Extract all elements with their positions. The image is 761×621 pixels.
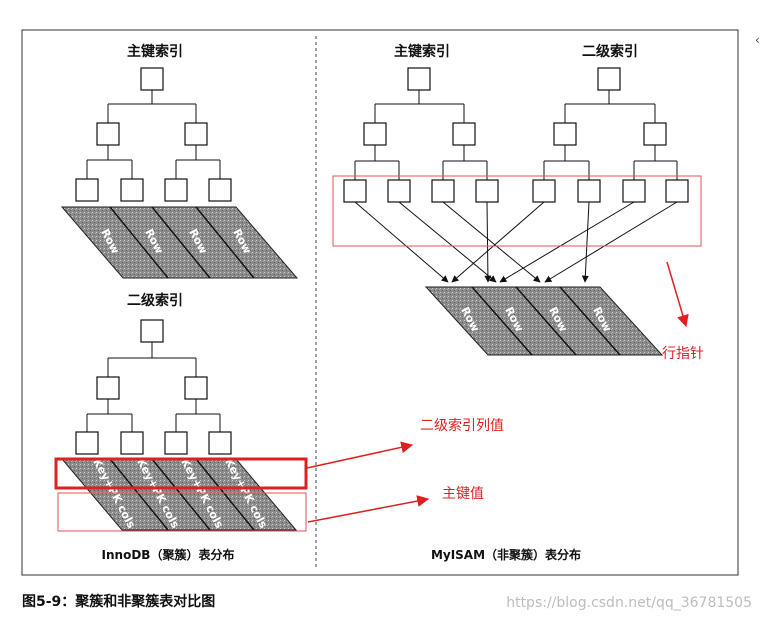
tree-node <box>343 179 367 203</box>
tree-node <box>140 67 164 91</box>
myisam-secondary-title: 二级索引 <box>582 43 638 60</box>
primary-value-highlight <box>57 492 307 532</box>
tree-edges <box>354 90 678 180</box>
tree-node <box>597 67 621 91</box>
row-pointer-arrows <box>354 201 678 283</box>
tree-node <box>407 67 431 91</box>
innodb-secondary-index: 二级索引 Key+PK cols Key+PK cols Key+PK cols… <box>60 292 298 531</box>
innodb-secondary-title: 二级索引 <box>127 292 183 309</box>
tree-node <box>553 122 577 146</box>
primary-value-arrow <box>307 495 430 523</box>
tree-node <box>475 179 499 203</box>
tree-node <box>75 431 99 455</box>
innodb-primary-index: 主键索引 Row Row Row Row <box>60 43 299 279</box>
tree-node <box>164 431 188 455</box>
row-pointer-label: 行指针 <box>662 346 704 362</box>
tree-edges <box>86 90 221 179</box>
row-pointer-arrow <box>666 261 689 328</box>
tree-node <box>184 376 208 400</box>
tree-node <box>622 179 646 203</box>
tree-node <box>665 179 689 203</box>
edge-glyph: ‹ <box>755 33 760 47</box>
myisam-indexes: 主键索引 二级索引 <box>343 43 689 356</box>
tree-node <box>120 431 144 455</box>
innodb-primary-title: 主键索引 <box>127 43 183 60</box>
tree-node <box>208 178 232 202</box>
myisam-row-band <box>424 286 664 356</box>
tree-node <box>96 122 120 146</box>
tree-node <box>140 319 164 343</box>
tree-node <box>363 122 387 146</box>
tree-node <box>184 122 208 146</box>
tree-node <box>643 122 667 146</box>
tree-node <box>577 179 601 203</box>
tree-node <box>208 431 232 455</box>
tree-node <box>387 179 411 203</box>
row-pointer-highlight <box>332 175 702 247</box>
tree-node <box>164 178 188 202</box>
secondary-value-label: 二级索引列值 <box>420 417 504 434</box>
diagram-frame <box>21 29 739 576</box>
secondary-value-arrow <box>306 441 414 469</box>
primary-value-label: 主键值 <box>442 486 484 502</box>
tree-node <box>96 376 120 400</box>
tree-node <box>431 179 455 203</box>
watermark: https://blog.csdn.net/qq_36781505 <box>506 595 752 611</box>
tree-node <box>532 179 556 203</box>
tree-node <box>120 178 144 202</box>
secondary-value-highlight <box>54 457 308 490</box>
tree-edges <box>86 342 221 432</box>
innodb-footer: InnoDB（聚簇）表分布 <box>102 547 235 562</box>
figure-caption: 图5-9：聚簇和非聚簇表对比图 <box>22 593 215 610</box>
myisam-primary-title: 主键索引 <box>394 43 450 60</box>
myisam-footer: MyISAM（非聚簇）表分布 <box>431 547 581 562</box>
tree-node <box>75 178 99 202</box>
red-annotations: 行指针 二级索引列值 主键值 <box>54 175 704 532</box>
tree-node <box>452 122 476 146</box>
innodb-row-band <box>60 206 299 279</box>
